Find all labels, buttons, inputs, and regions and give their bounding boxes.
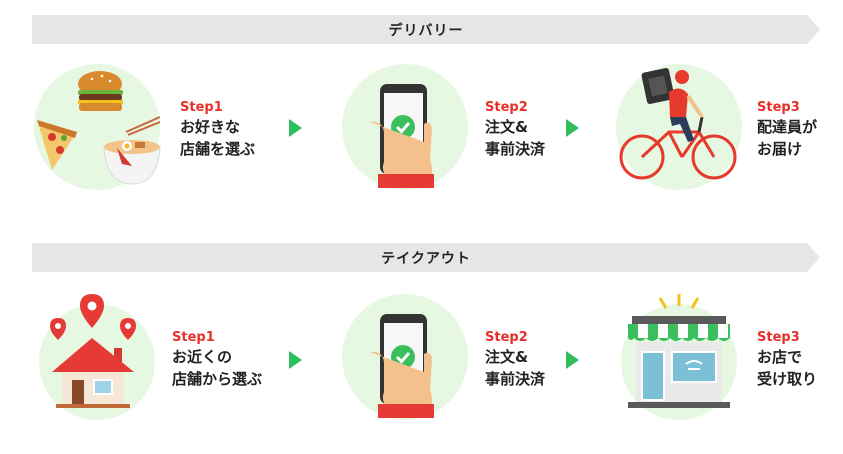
delivery-bike-icon — [616, 64, 742, 190]
storefront-icon — [621, 294, 737, 420]
banner-shape — [32, 15, 820, 44]
step-line1: お好きな — [180, 118, 241, 136]
step-line2: 受け取り — [757, 370, 818, 388]
step-number: Step2 — [485, 330, 528, 345]
arrow-right-icon — [289, 119, 302, 137]
banner-shape — [32, 243, 820, 272]
step-line1: お店で — [757, 348, 803, 366]
section-title: デリバリー — [388, 22, 464, 39]
step-line2: 事前決済 — [485, 140, 546, 158]
takeout-banner: テイクアウト — [32, 243, 820, 272]
step-line1: 注文& — [485, 118, 529, 136]
step-line1: 注文& — [485, 348, 529, 366]
step-number: Step1 — [172, 330, 215, 345]
step-line2: お届け — [757, 140, 803, 158]
step-line1: お近くの — [172, 348, 233, 366]
delivery-step3-text: Step3 配達員が お届け — [757, 99, 817, 160]
step-line2: 事前決済 — [485, 370, 546, 388]
phone-check-icon — [342, 294, 468, 420]
food-icon — [34, 64, 161, 190]
step-line2: 店舗を選ぶ — [180, 140, 256, 158]
house-pins-icon — [39, 294, 155, 420]
step-number: Step3 — [757, 100, 800, 115]
arrow-right-icon — [289, 351, 302, 369]
takeout-step1-text: Step1 お近くの 店舗から選ぶ — [172, 329, 262, 390]
takeout-step2-text: Step2 注文& 事前決済 — [485, 329, 545, 390]
delivery-step2-text: Step2 注文& 事前決済 — [485, 99, 545, 160]
section-title: テイクアウト — [381, 250, 471, 267]
step-line2: 店舗から選ぶ — [172, 370, 263, 388]
step-line1: 配達員が — [757, 118, 818, 136]
takeout-step3-text: Step3 お店で 受け取り — [757, 329, 817, 390]
arrow-right-icon — [566, 119, 579, 137]
phone-check-icon — [342, 64, 468, 190]
delivery-step1-text: Step1 お好きな 店舗を選ぶ — [180, 99, 255, 160]
step-number: Step1 — [180, 100, 223, 115]
arrow-right-icon — [566, 351, 579, 369]
step-number: Step3 — [757, 330, 800, 345]
delivery-banner: デリバリー — [32, 15, 820, 44]
step-number: Step2 — [485, 100, 528, 115]
